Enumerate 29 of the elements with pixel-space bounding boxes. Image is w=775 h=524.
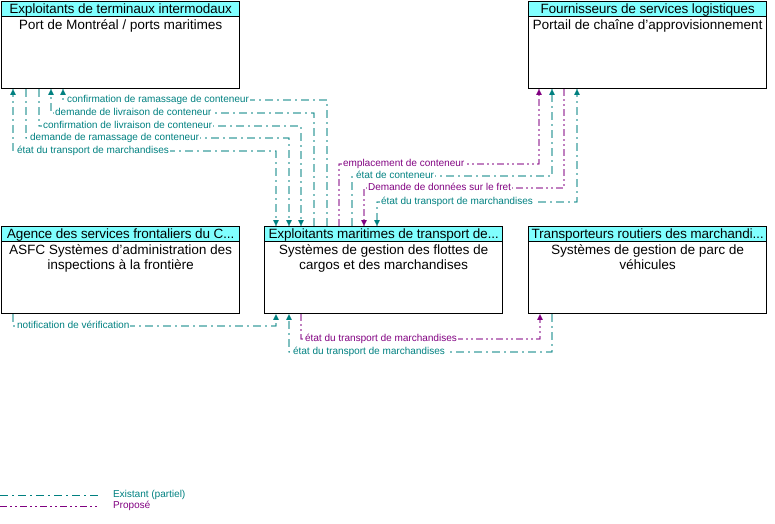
category-header: Transporteurs routiers des marchandi...	[529, 227, 766, 242]
system-name: Systèmes de gestion des flottes de cargos et des marchandises	[278, 242, 490, 272]
legend-label: Existant (partiel)	[113, 489, 186, 500]
edge-label: confirmation de livraison de conteneur	[42, 120, 213, 131]
edge-label: demande de ramassage de conteneur	[29, 132, 200, 143]
system-box	[264, 226, 503, 314]
edge-label: emplacement de conteneur	[342, 158, 466, 169]
category-header: Agence des services frontaliers du C...	[2, 227, 239, 242]
system-box	[1, 1, 240, 89]
system-name: Systèmes de gestion de parc de véhicules	[550, 242, 745, 272]
system-name: Port de Montréal / ports maritimes	[18, 17, 224, 32]
edge-label: notification de vérification	[16, 320, 130, 331]
edge-label: état du transport de marchandises	[16, 145, 170, 156]
edge-label: état de conteneur	[355, 170, 435, 181]
system-box	[1, 226, 240, 314]
system-name: ASFC Systèmes d’administration des inspections à la frontière	[8, 242, 233, 272]
edge-label: Demande de données sur le fret	[367, 182, 512, 193]
legend-label: Proposé	[113, 500, 150, 511]
category-header: Fournisseurs de services logistiques	[529, 2, 766, 17]
edge-label: état du transport de marchandises	[292, 346, 446, 357]
edge-label: état du transport de marchandises	[380, 196, 534, 207]
category-header: Exploitants maritimes de transport de...	[265, 227, 502, 242]
edge-label: état du transport de marchandises	[304, 333, 458, 344]
category-header: Exploitants de terminaux intermodaux	[2, 2, 239, 17]
edge-label: demande de livraison de conteneur	[54, 107, 212, 118]
system-name: Portail de chaîne d’approvisionnement	[532, 17, 764, 32]
system-box	[528, 226, 767, 314]
edge-label: confirmation de ramassage de conteneur	[66, 94, 250, 105]
system-box	[528, 1, 767, 89]
